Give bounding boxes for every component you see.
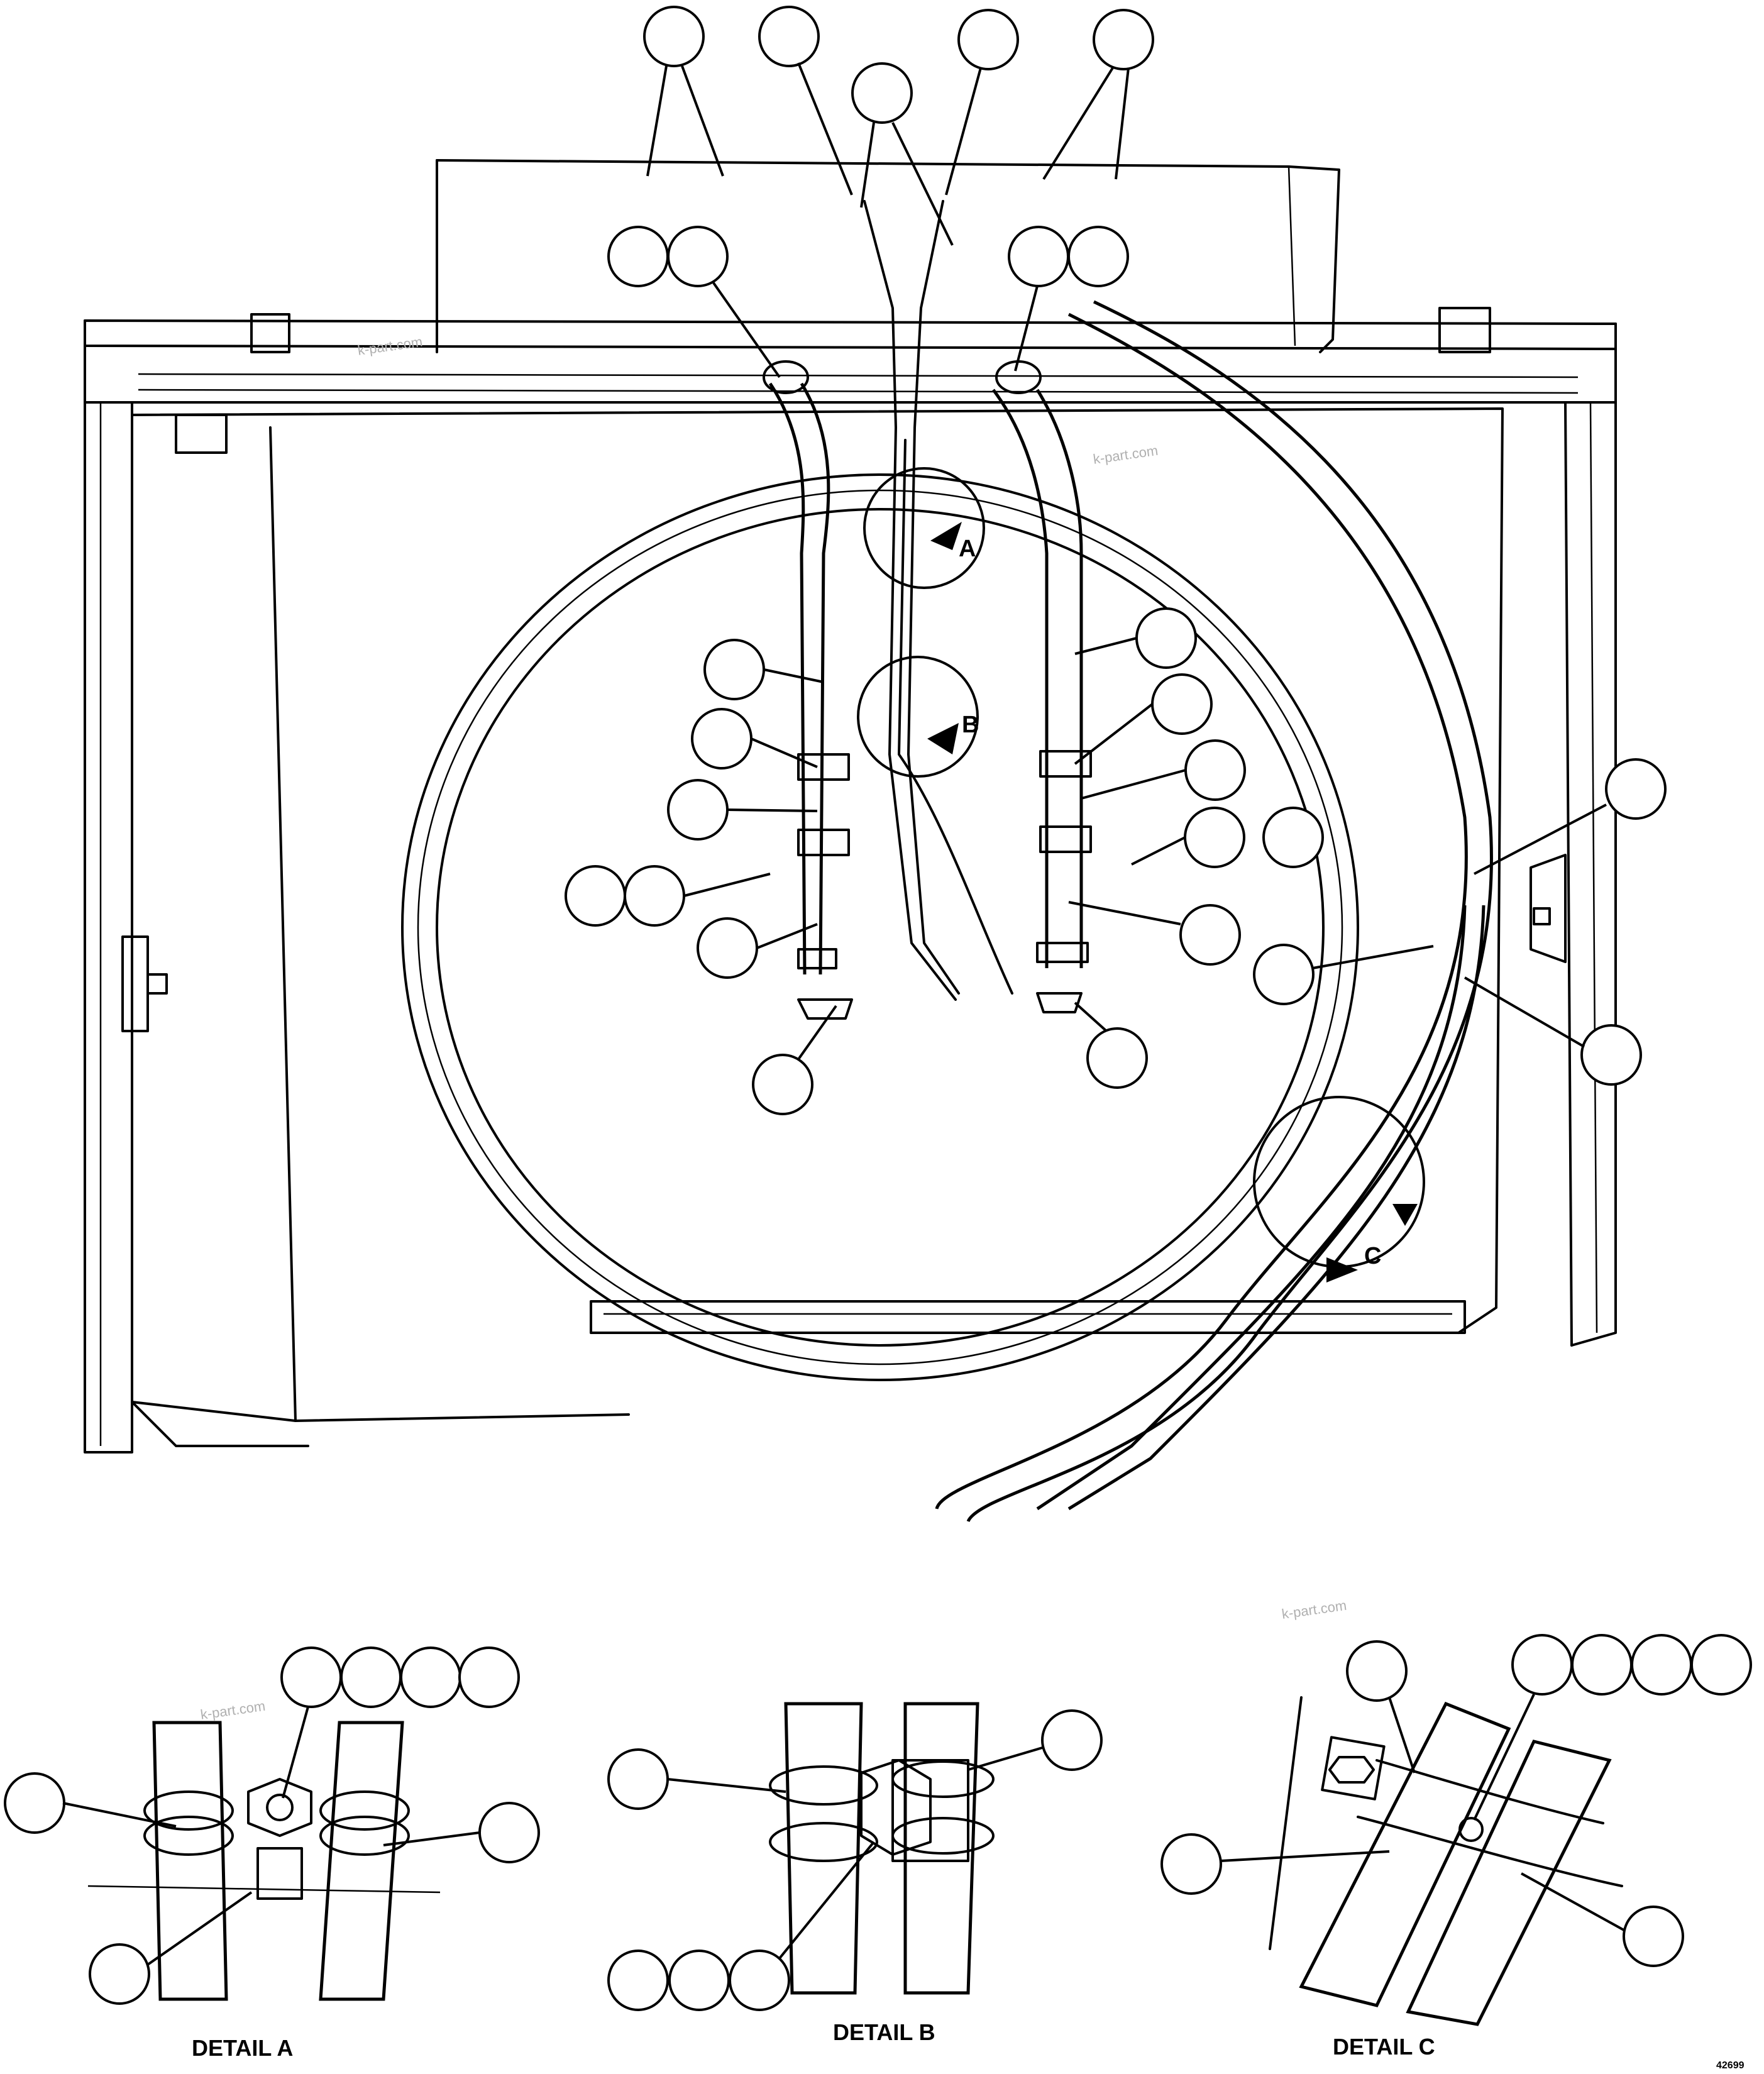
view-marker-a-label: A <box>959 536 976 562</box>
leader-lines-main <box>646 62 1607 1061</box>
callout-balloon <box>1631 1634 1692 1696</box>
callout-balloon <box>1041 1709 1103 1771</box>
callout-balloon <box>1623 1906 1684 1967</box>
callout-balloon <box>607 226 669 287</box>
view-marker-a: A <box>863 467 985 589</box>
callout-balloon <box>851 62 913 124</box>
callout-balloon <box>1253 944 1315 1005</box>
callout-balloon <box>1605 758 1667 820</box>
callout-balloon <box>478 1802 540 1863</box>
callout-balloon <box>607 1748 669 1810</box>
view-marker-c-label: C <box>1364 1243 1381 1269</box>
fan-shroud-ring <box>401 473 1359 1381</box>
detail-c-callouts <box>1160 1634 1752 1967</box>
watermark: k-part.com <box>199 1698 266 1723</box>
callout-balloon <box>1346 1640 1408 1702</box>
detail-a-callouts <box>4 1647 540 2005</box>
coolant-hoses <box>763 200 1493 1523</box>
callout-balloon <box>607 1950 669 2011</box>
view-marker-c: C <box>1253 1096 1425 1282</box>
callout-balloon <box>752 1054 813 1115</box>
watermark: k-part.com <box>356 334 423 358</box>
callout-balloon <box>1135 607 1197 669</box>
callout-balloons-main <box>565 6 1667 1115</box>
view-marker-b: B <box>857 656 979 778</box>
detail-c: DETAIL C <box>1269 1696 1623 2060</box>
detail-b-callouts <box>607 1709 1103 2011</box>
detail-b: DETAIL B <box>769 1702 995 2045</box>
callout-balloon <box>703 639 765 700</box>
detail-b-label: DETAIL B <box>833 2019 935 2045</box>
radiator-assembly <box>84 159 1617 1453</box>
callout-balloon <box>957 9 1019 70</box>
watermark: k-part.com <box>1281 1597 1347 1622</box>
watermark: k-part.com <box>1092 443 1159 467</box>
detail-a: DETAIL A <box>87 1721 441 2061</box>
callout-balloon <box>280 1647 342 1708</box>
callout-balloon <box>4 1772 65 1834</box>
callout-balloon <box>691 708 752 769</box>
view-marker-b-label: B <box>962 712 979 738</box>
callout-balloon <box>1086 1027 1148 1089</box>
callout-balloon <box>1093 9 1154 70</box>
callout-balloon <box>1179 904 1241 966</box>
callout-balloon <box>1511 1634 1573 1696</box>
callout-balloon <box>1151 673 1213 735</box>
callout-balloon <box>400 1647 461 1708</box>
callout-balloon <box>1160 1833 1222 1895</box>
callout-balloon <box>89 1943 150 2005</box>
callout-balloon <box>624 865 685 927</box>
callout-balloon <box>565 865 626 927</box>
callout-balloon <box>697 917 758 979</box>
callout-balloon <box>758 6 820 67</box>
callout-balloon <box>1184 807 1245 868</box>
detail-c-label: DETAIL C <box>1333 2034 1435 2060</box>
drawing-number: 42699 <box>1716 2060 1745 2071</box>
callout-balloon <box>1067 226 1129 287</box>
callout-balloon <box>1262 807 1324 868</box>
callout-balloon <box>667 226 729 287</box>
callout-balloon <box>1571 1634 1633 1696</box>
callout-balloon <box>1580 1024 1642 1086</box>
callout-balloon <box>643 6 705 67</box>
detail-a-label: DETAIL A <box>192 2035 293 2061</box>
callout-balloon <box>1690 1634 1752 1696</box>
callout-balloon <box>667 779 729 841</box>
callout-balloon <box>1008 226 1069 287</box>
callout-balloon <box>1184 739 1246 801</box>
callout-balloon <box>729 1950 790 2011</box>
callout-balloon <box>340 1647 402 1708</box>
callout-balloon <box>668 1950 730 2011</box>
callout-balloon <box>458 1647 520 1708</box>
